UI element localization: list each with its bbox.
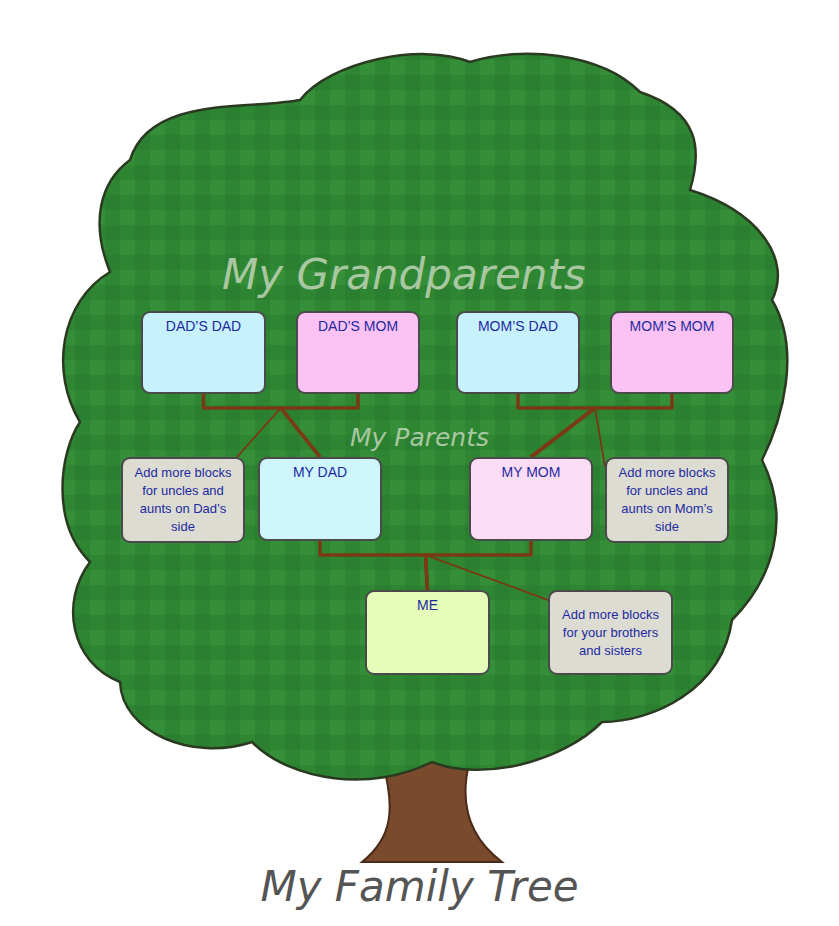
family-link	[204, 394, 281, 457]
section-label: My Parents	[350, 424, 489, 452]
note-box: Add more blocks for your brothers and si…	[548, 590, 673, 675]
note-box: Add more blocks for uncles and aunts on …	[121, 457, 245, 543]
node-text: MY MOM	[476, 464, 586, 481]
parent-box: MY DAD	[258, 457, 382, 541]
node-text: MOM’S DAD	[463, 318, 573, 335]
note-box: Add more blocks for uncles and aunts on …	[605, 457, 729, 543]
grandparent-box: DAD’S DAD	[141, 311, 266, 394]
node-text: DAD’S DAD	[148, 318, 259, 335]
page-title: My Family Tree	[0, 862, 839, 912]
node-text: ME	[372, 597, 483, 614]
family-link	[237, 394, 358, 457]
node-text: MOM’S MOM	[617, 318, 727, 335]
me-box: ME	[365, 590, 490, 675]
grandparent-box: MOM’S MOM	[610, 311, 734, 394]
node-text: Add more blocks for uncles and aunts on …	[128, 464, 238, 536]
family-link	[518, 394, 595, 457]
grandparent-box: MOM’S DAD	[456, 311, 580, 394]
node-text: MY DAD	[265, 464, 375, 481]
family-link	[320, 541, 428, 590]
section-label: My Grandparents	[222, 252, 586, 298]
node-text: Add more blocks for uncles and aunts on …	[612, 464, 722, 536]
node-text: Add more blocks for your brothers and si…	[555, 606, 666, 660]
family-link	[204, 394, 321, 457]
tree-canopy	[63, 54, 788, 780]
family-link	[281, 394, 358, 457]
family-link	[426, 541, 532, 590]
grandparent-box: DAD’S MOM	[296, 311, 420, 394]
node-text: DAD’S MOM	[303, 318, 413, 335]
parent-box: MY MOM	[469, 457, 593, 541]
